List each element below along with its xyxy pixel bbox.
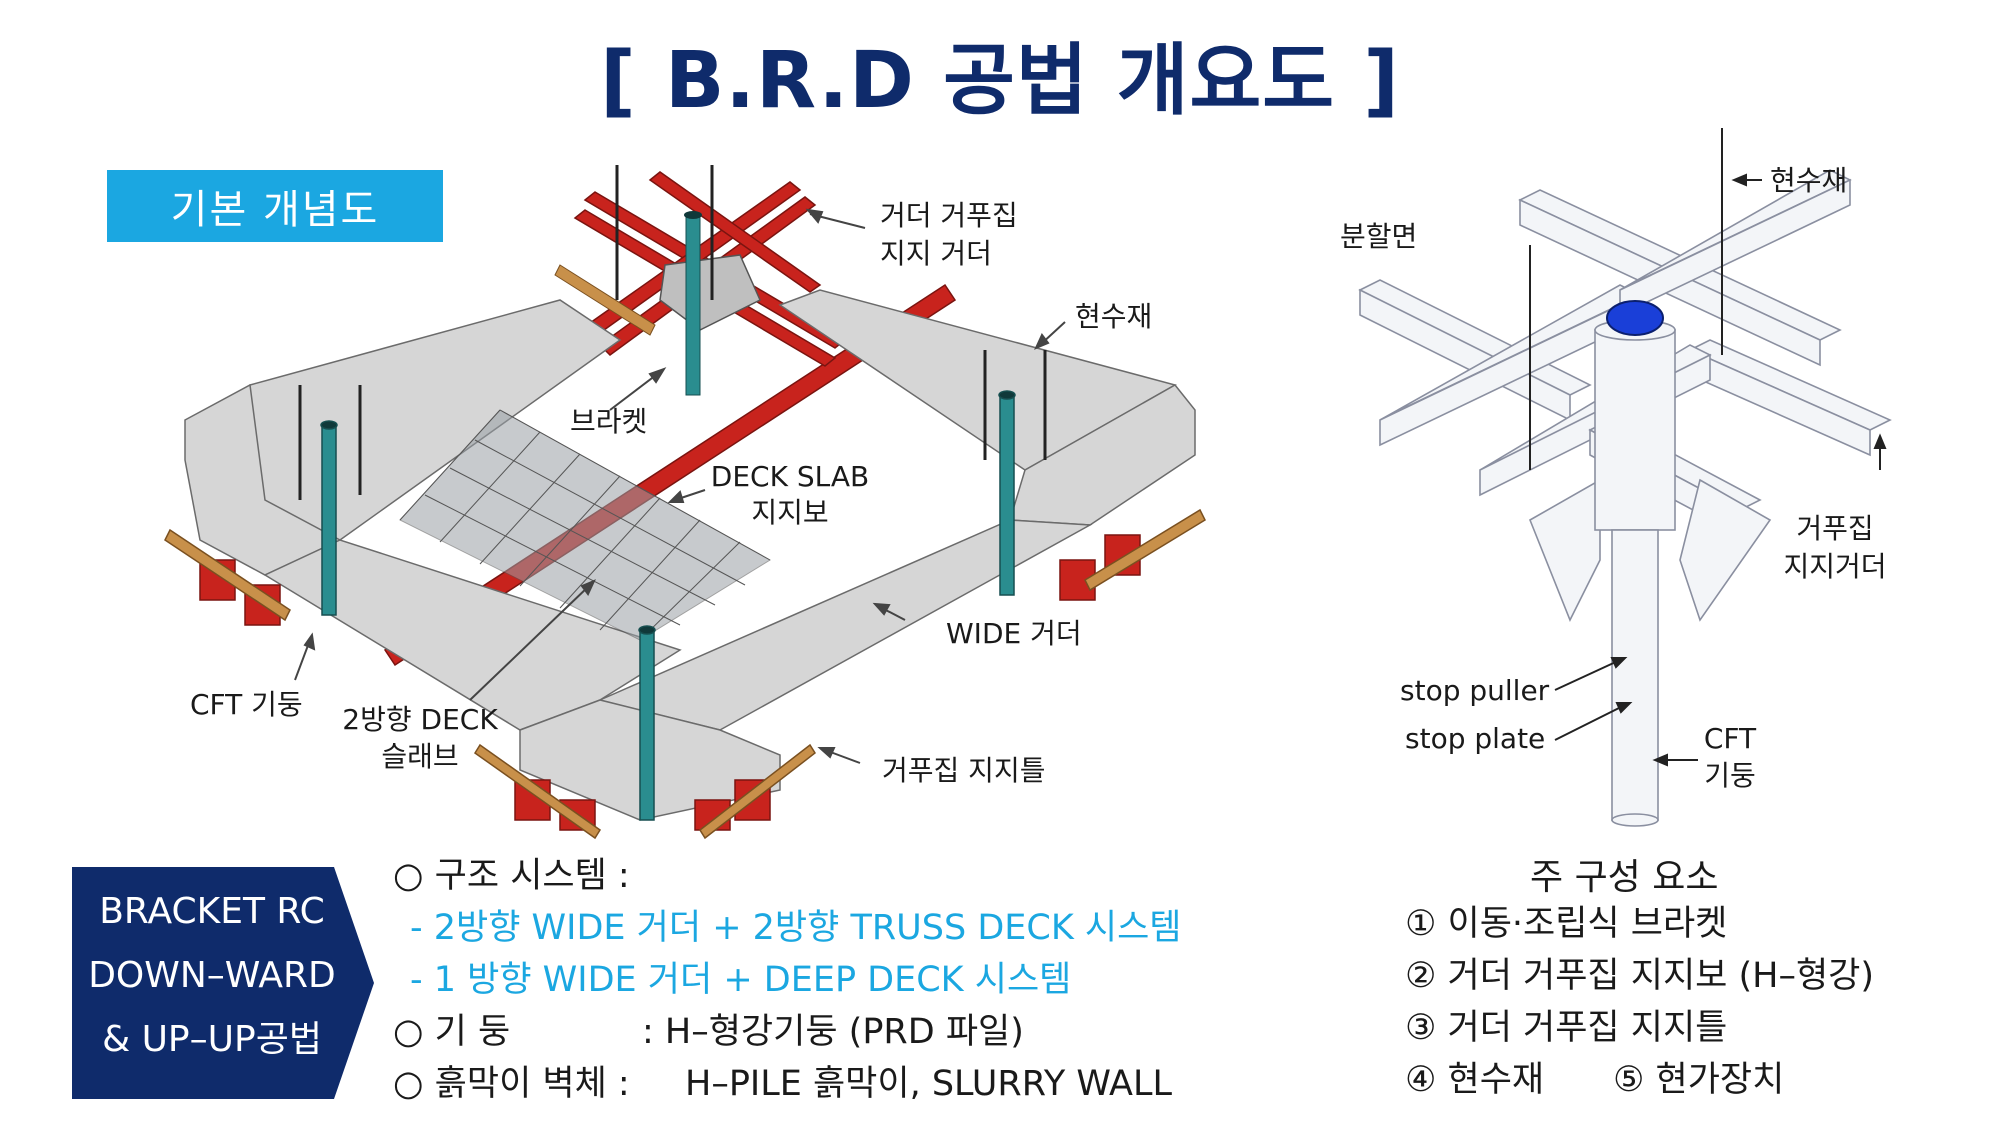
label-deck-slab-2: 지지보 (751, 496, 829, 529)
retaining-wall-label: ○ 흙막이 벽체 : (393, 1064, 630, 1104)
method-banner: BRACKET RC DOWN–WARD & UP–UP공법 (72, 880, 352, 1072)
brd-concept-diagram (164, 165, 1206, 840)
column-top-cap (1606, 300, 1664, 336)
bracket-detail-diagram (1358, 128, 1892, 827)
label-split-face: 분할면 (1340, 220, 1418, 253)
wide-girder-slab (184, 289, 1196, 821)
label-girder-form-support-1: 거더 거푸집 (880, 199, 1018, 232)
cft-columns (320, 390, 1016, 821)
label-form-support-girder-2: 지지거더 (1783, 550, 1887, 583)
component-5: ⑤ 현가장치 (1613, 1060, 1785, 1100)
structure-item-2: - 1 방향 WIDE 거더 + DEEP DECK 시스템 (410, 960, 1072, 1000)
label-form-support-frame: 거푸집 지지틀 (882, 754, 1046, 787)
components-title: 주 구성 요소 (1530, 857, 1719, 898)
label-cft-column: CFT 기둥 (190, 688, 303, 721)
label-stop-plate: stop plate (1405, 722, 1546, 755)
bracket-assembly (554, 211, 761, 396)
hanger-rods (298, 165, 1047, 500)
concept-badge: 기본 개념도 (107, 170, 443, 242)
label-hanger-left: 현수재 (1075, 300, 1153, 333)
label-wide-girder: WIDE 거더 (946, 617, 1082, 650)
component-1: ① 이동·조립식 브라켓 (1405, 904, 1728, 944)
method-line-3: & UP–UP공법 (102, 1019, 322, 1060)
component-3: ③ 거더 거푸집 지지틀 (1405, 1008, 1728, 1048)
label-deck-slab-1: DECK SLAB (710, 460, 870, 493)
label-two-way-deck-2: 슬래브 (381, 740, 459, 773)
label-hanger-right: 현수재 (1770, 164, 1848, 197)
column-value: : H–형강기둥 (PRD 파일) (642, 1012, 1024, 1052)
component-4: ④ 현수재 (1405, 1060, 1545, 1100)
label-girder-form-support-2: 지지 거더 (880, 237, 992, 270)
label-cft-column-right-1: CFT (1703, 722, 1757, 755)
form-support-frames (164, 508, 1206, 840)
structure-item-1: - 2방향 WIDE 거더 + 2방향 TRUSS DECK 시스템 (410, 908, 1182, 948)
label-form-support-girder-1: 거푸집 (1796, 512, 1874, 545)
label-stop-puller: stop puller (1400, 674, 1550, 707)
label-two-way-deck-1: 2방향 DECK (342, 703, 498, 736)
method-line-2: DOWN–WARD (88, 955, 336, 996)
method-line-1: BRACKET RC (99, 891, 325, 932)
page-title: [ B.R.D 공법 개요도 ] (600, 36, 1400, 126)
retaining-wall-value: H–PILE 흙막이, SLURRY WALL (685, 1064, 1172, 1104)
detail-leaders (1529, 128, 1887, 767)
column-label: ○ 기 둥 (393, 1012, 511, 1052)
label-bracket: 브라켓 (570, 405, 648, 438)
structure-system-label: ○ 구조 시스템 : (393, 856, 630, 896)
component-2: ② 거더 거푸집 지지보 (H–형강) (1405, 956, 1875, 996)
leader-arrows (294, 208, 1066, 764)
label-cft-column-right-2: 기둥 (1704, 759, 1756, 792)
method-banner-shape (72, 867, 374, 1099)
